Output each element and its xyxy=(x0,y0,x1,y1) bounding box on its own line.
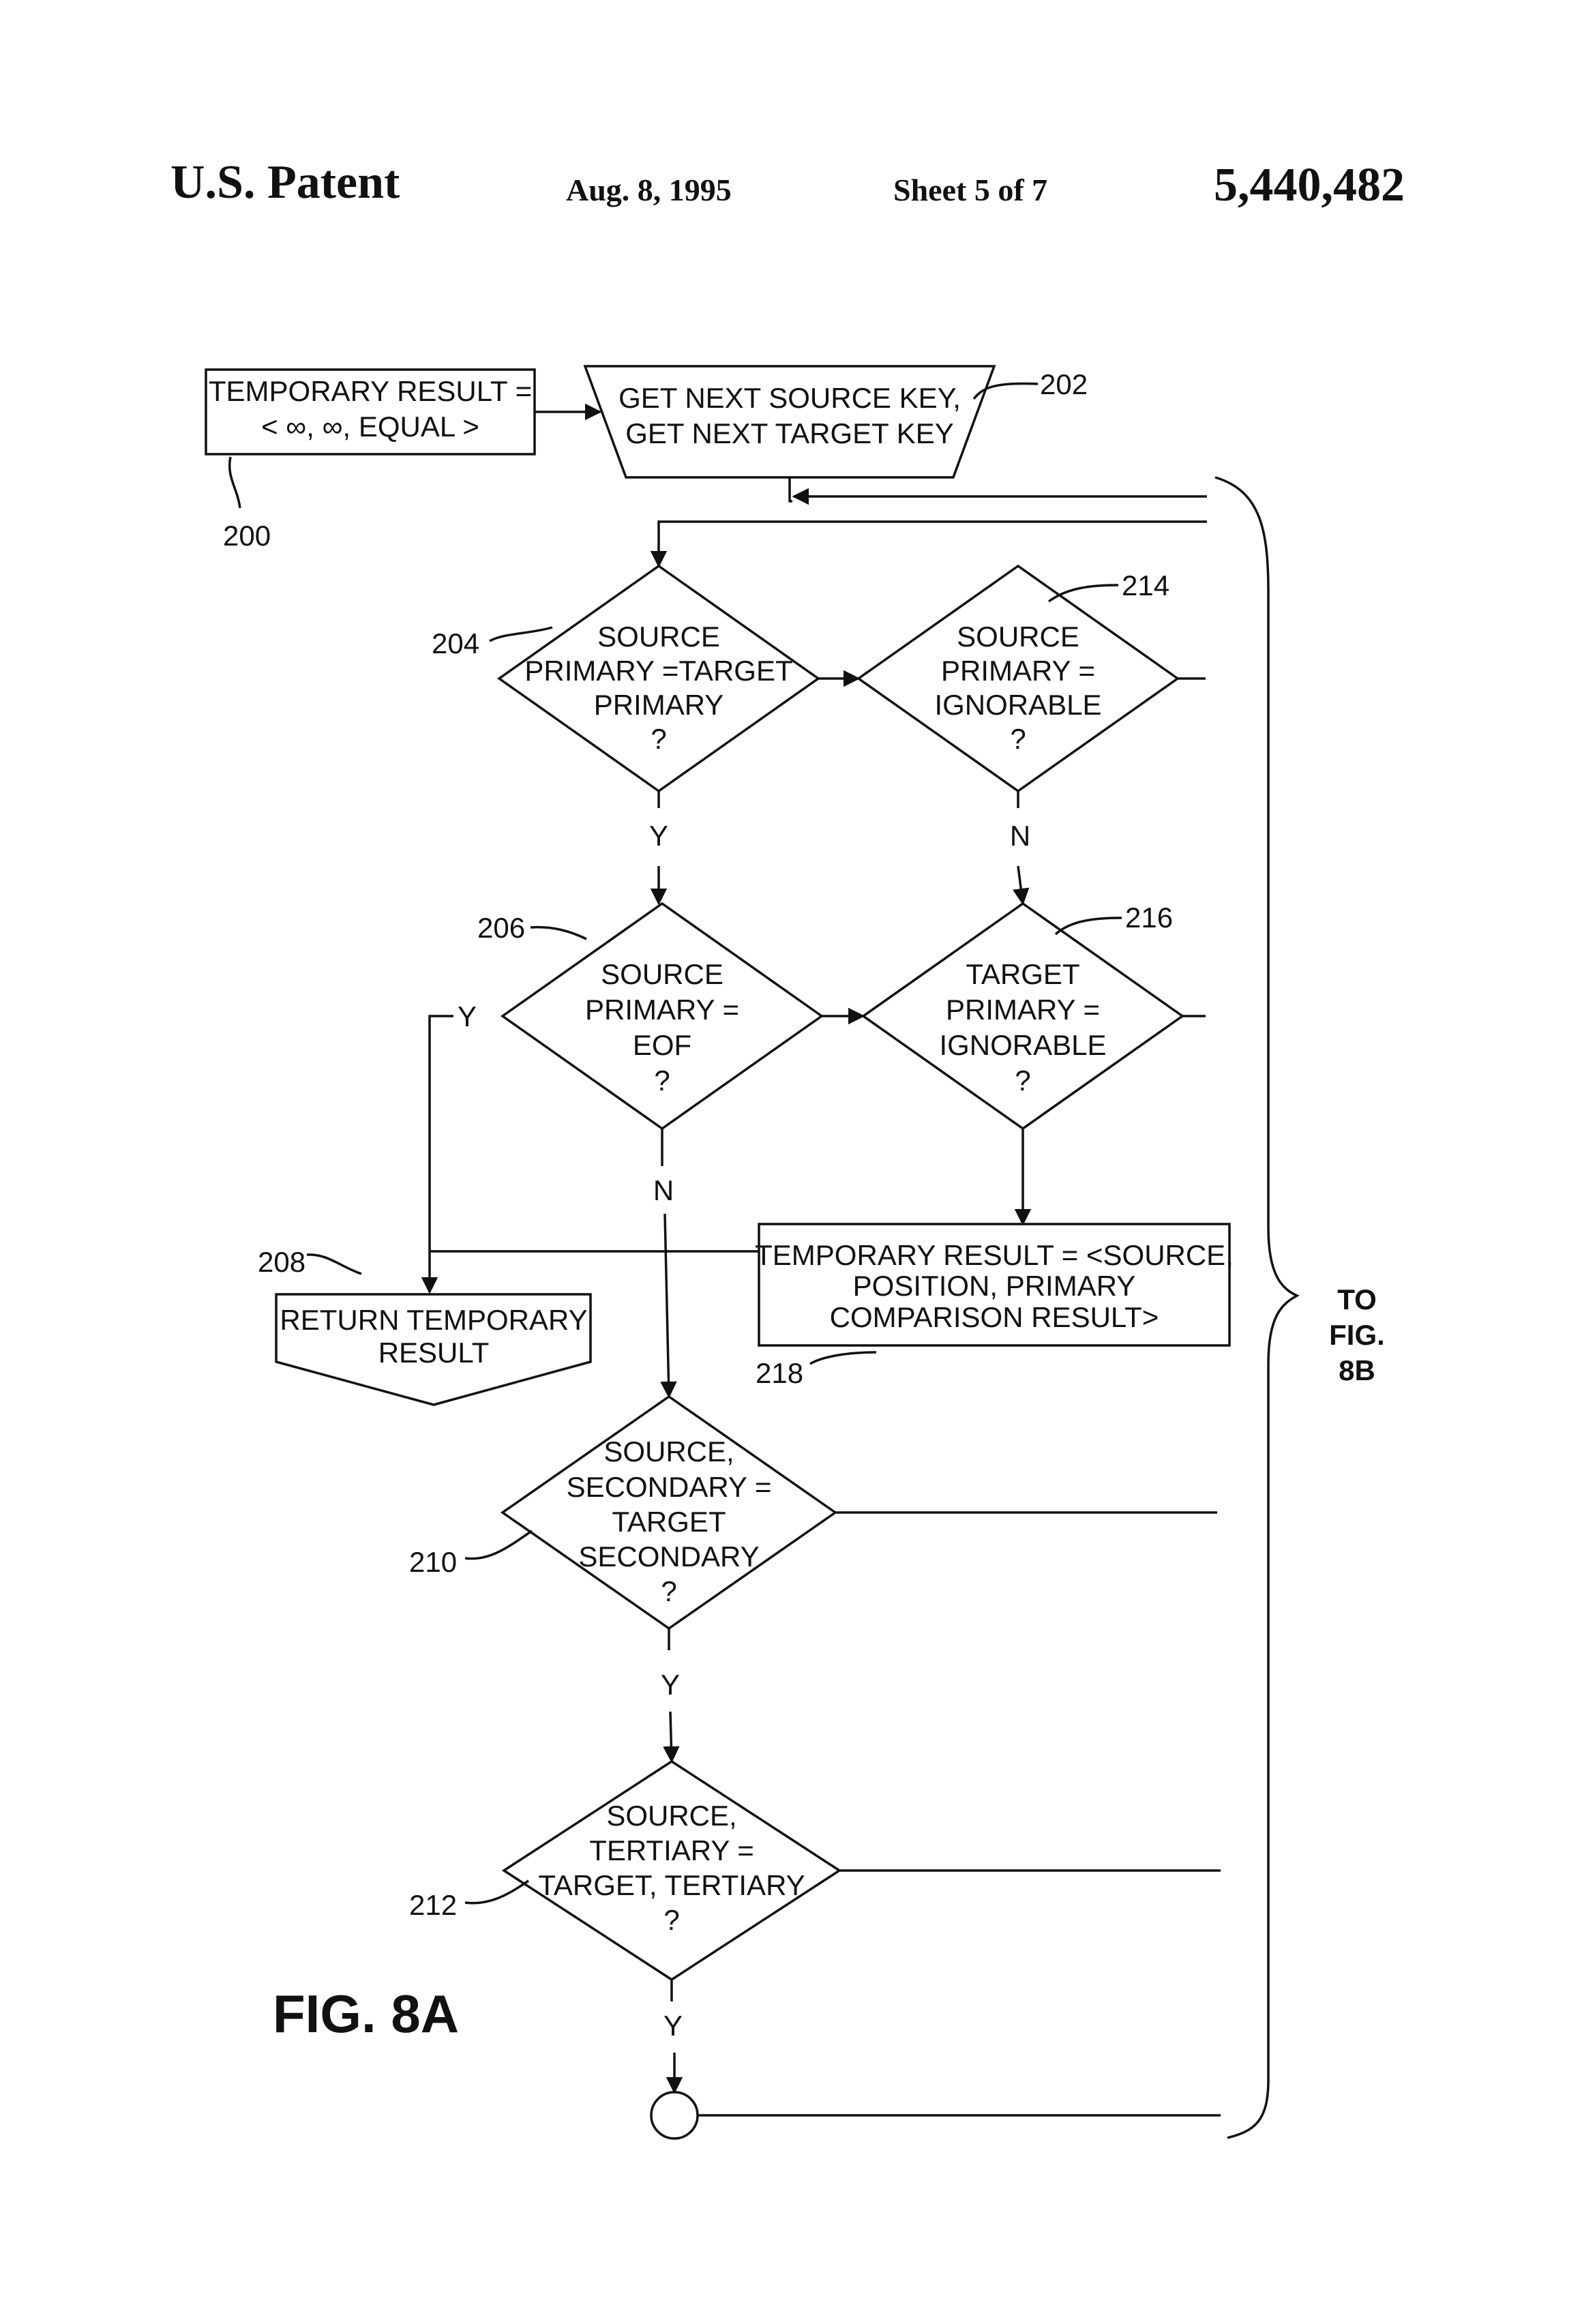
leader-204 xyxy=(490,627,552,641)
return-result-line-1: RETURN TEMPORARY xyxy=(280,1304,587,1336)
ref-200: 200 xyxy=(223,520,271,552)
decision-212-line-3: TARGET, TERTIARY xyxy=(538,1869,805,1901)
ref-212: 212 xyxy=(409,1889,457,1921)
leader-200 xyxy=(230,457,240,508)
decision-210-line-2: SECONDARY = xyxy=(567,1471,772,1503)
decision-206-line-4: ? xyxy=(654,1064,670,1097)
ref-210: 210 xyxy=(409,1546,457,1578)
decision-204-line-1: SOURCE xyxy=(597,621,720,653)
continuation-label: TO FIG. 8B xyxy=(1329,1283,1385,1386)
decision-214-line-4: ? xyxy=(1010,723,1026,755)
decision-212-line-1: SOURCE, xyxy=(606,1800,736,1832)
decision-214-line-2: PRIMARY = xyxy=(941,655,1095,687)
decision-206-line-3: EOF xyxy=(633,1029,691,1061)
loop-return-line-2 xyxy=(659,522,1207,566)
decision-210-line-5: ? xyxy=(661,1575,676,1607)
decision-204-line-4: ? xyxy=(651,723,666,755)
figure-label: FIG. 8A xyxy=(273,1984,459,2044)
init-result-line-1: TEMPORARY RESULT = xyxy=(209,375,532,407)
branch-y-204: Y xyxy=(649,820,668,852)
ref-216: 216 xyxy=(1125,902,1173,934)
decision-210-line-1: SOURCE, xyxy=(603,1435,734,1468)
init-result-line-2: < ∞, ∞, EQUAL > xyxy=(261,411,479,443)
ref-206: 206 xyxy=(477,912,525,944)
decision-216-line-4: ? xyxy=(1015,1064,1030,1097)
decision-204-line-2: PRIMARY =TARGET xyxy=(524,655,792,687)
arrow-210-212 xyxy=(670,1712,672,1761)
arrow-214-216 xyxy=(1018,866,1023,904)
decision-216-line-1: TARGET xyxy=(966,958,1079,990)
decision-212-line-4: ? xyxy=(663,1904,679,1936)
leader-212 xyxy=(465,1881,528,1903)
branch-n-206: N xyxy=(653,1174,674,1206)
ref-204: 204 xyxy=(432,627,479,659)
branch-y-212: Y xyxy=(663,2010,683,2042)
set-result-line-1: TEMPORARY RESULT = <SOURCE, xyxy=(755,1239,1234,1271)
decision-216-line-2: PRIMARY = xyxy=(946,994,1100,1026)
ref-202: 202 xyxy=(1040,368,1088,400)
decision-206-line-2: PRIMARY = xyxy=(585,994,739,1026)
decision-212-line-2: TERTIARY = xyxy=(589,1834,754,1866)
decision-204-line-3: PRIMARY xyxy=(594,689,724,721)
branch-n-214: N xyxy=(1010,820,1030,852)
decision-206-line-1: SOURCE xyxy=(601,958,723,990)
get-next-keys-line-1: GET NEXT SOURCE KEY, xyxy=(618,382,961,414)
leader-208 xyxy=(307,1255,361,1274)
ref-214: 214 xyxy=(1122,569,1169,601)
decision-214-line-3: IGNORABLE xyxy=(934,689,1101,721)
branch-y-210: Y xyxy=(661,1669,680,1701)
decision-210-line-3: TARGET xyxy=(612,1506,726,1538)
leader-218 xyxy=(810,1352,876,1364)
continuation-line-1: TO xyxy=(1337,1283,1377,1315)
return-result-line-2: RESULT xyxy=(378,1337,490,1369)
ref-208: 208 xyxy=(258,1246,305,1278)
continuation-line-3: 8B xyxy=(1339,1354,1375,1386)
loop-line-202 xyxy=(790,477,792,501)
continuation-line-2: FIG. xyxy=(1329,1319,1385,1351)
ref-218: 218 xyxy=(756,1357,803,1389)
set-result-line-2: POSITION, PRIMARY xyxy=(853,1270,1136,1302)
leader-206 xyxy=(531,927,586,939)
get-next-keys-line-2: GET NEXT TARGET KEY xyxy=(625,417,954,449)
branch-y-206: Y xyxy=(458,1000,477,1032)
end-connector xyxy=(651,2092,698,2139)
leader-216 xyxy=(1056,918,1122,934)
leader-210 xyxy=(465,1531,532,1559)
set-result-line-3: COMPARISON RESULT> xyxy=(830,1301,1159,1333)
decision-210-line-4: SECONDARY xyxy=(578,1540,759,1573)
arrow-206-210 xyxy=(665,1214,669,1397)
decision-214-line-1: SOURCE xyxy=(957,621,1079,653)
decision-216-line-3: IGNORABLE xyxy=(939,1029,1106,1061)
